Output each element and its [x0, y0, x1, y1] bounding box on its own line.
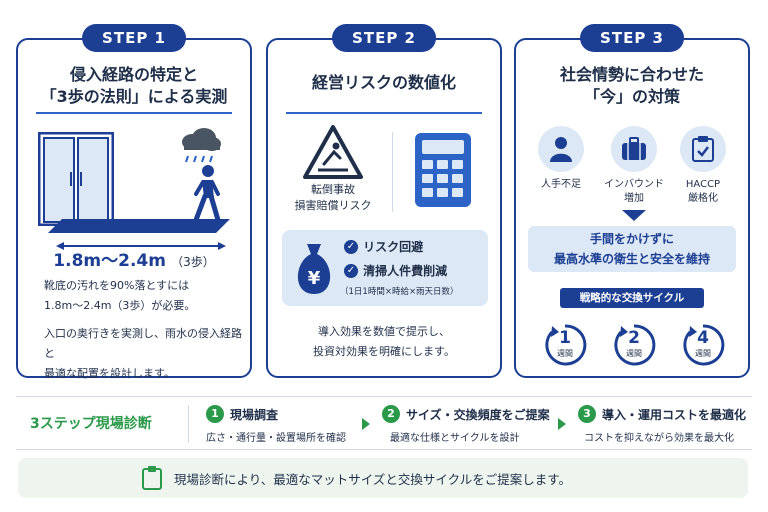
- rain-cloud-icon: [176, 126, 224, 166]
- check2-label: 清掃人件費削減: [363, 264, 448, 278]
- diag-step3-sub: コストを抑えながら効果を最大化: [584, 433, 734, 444]
- factor2-label: インバウンド 増加: [596, 178, 672, 206]
- check-icon: ✓: [344, 263, 358, 278]
- step1-card: STEP 1 侵入経路の特定と 「3歩の法則」による実測: [16, 24, 252, 380]
- step2-badge: STEP 2: [332, 24, 436, 52]
- step2-vertical-divider: [392, 132, 393, 212]
- step2-body-line2: 投資対効果を明確にします。: [313, 345, 455, 358]
- diag-step3-num: 3: [578, 405, 596, 423]
- diagnosis-divider: [188, 405, 189, 443]
- diag-step1-num: 1: [206, 405, 224, 423]
- cycle-2-num: 2: [628, 328, 640, 348]
- down-arrow-icon: [622, 210, 646, 221]
- cycle-4-unit: 週間: [695, 349, 711, 358]
- goal-line2: 最高水準の衛生と安全を維持: [553, 252, 710, 266]
- step2-card: STEP 2 経営リスクの数値化 転倒事故 損害賠償リスク: [266, 24, 502, 378]
- clipboard-icon: [142, 466, 162, 490]
- walking-person-icon: [188, 164, 224, 224]
- cycle-4-week: 4 週間: [680, 322, 726, 368]
- cycle-2-week: 2 週間: [611, 322, 657, 368]
- footer-banner: 現場診断により、最適なマットサイズと交換サイクルをご提案します。: [18, 458, 748, 498]
- cycle-1-unit: 週間: [557, 349, 573, 358]
- distance-label: 1.8m〜2.4m （3歩）: [18, 246, 250, 271]
- check-row-1: ✓ リスク回避: [344, 236, 423, 255]
- diagnosis-title: 3ステップ現場診断: [30, 416, 152, 432]
- step2-body-line1: 導入効果を数値で提示し、: [318, 325, 450, 338]
- step1-body-line1: 靴底の汚れを90%落とすには: [44, 279, 190, 292]
- step1-title-line2: 「3歩の法則」による実測: [40, 87, 228, 106]
- factor3-line1: HACCP: [685, 179, 721, 190]
- factor2-line2: 増加: [624, 193, 644, 204]
- step1-body: 靴底の汚れを90%落とすには 1.8m〜2.4m（3歩）が必要。 入口の奥行きを…: [44, 276, 250, 384]
- factor1-label: 人手不足: [541, 179, 581, 190]
- factor2-line1: インバウンド: [604, 179, 664, 190]
- step3-title-line2: 「今」の対策: [583, 87, 680, 106]
- diag-step3-title: 導入・運用コストを最適化: [602, 408, 747, 422]
- step1-divider: [36, 112, 232, 114]
- step3-title-line1: 社会情勢に合わせた: [559, 65, 704, 84]
- goal-line1: 手間をかけずに: [589, 232, 674, 246]
- suitcase-icon: [611, 126, 657, 172]
- check-row-2: ✓ 清掃人件費削減: [344, 260, 447, 279]
- diag-arrow-1: [362, 418, 370, 430]
- clipboard-check-icon: [680, 126, 726, 172]
- diag-step2-title: サイズ・交換頻度をご提案: [406, 408, 550, 422]
- distance-value: 1.8m〜2.4m: [53, 251, 166, 271]
- step1-body-line4: 最適な配置を設計します。: [44, 367, 175, 380]
- diag-step2-num: 2: [382, 405, 400, 423]
- step1-body-line3: 入口の奥行きを実測し、雨水の侵入経路と: [44, 327, 242, 360]
- risk-label-line1: 転倒事故: [311, 183, 355, 196]
- step3-card: STEP 3 社会情勢に合わせた 「今」の対策 人手不足 インバウンド 増加 H…: [514, 24, 750, 378]
- diag-arrow-2: [558, 418, 566, 430]
- step2-body: 導入効果を数値で提示し、 投資対効果を明確にします。: [268, 322, 500, 362]
- diag-step1-title: 現場調査: [230, 408, 279, 422]
- cycle-1-week: 1 週間: [542, 322, 588, 368]
- step2-divider: [286, 112, 482, 114]
- footer-text: 現場診断により、最適なマットサイズと交換サイクルをご提案します。: [174, 472, 572, 487]
- step2-title: 経営リスクの数値化: [311, 73, 456, 92]
- door-icon: [37, 131, 115, 227]
- factor3-line2: 厳格化: [688, 193, 718, 204]
- check1-label: リスク回避: [363, 240, 424, 254]
- step3-title: 社会情勢に合わせた 「今」の対策: [516, 64, 748, 108]
- risk-label-line2: 損害賠償リスク: [294, 199, 372, 212]
- cycle-arrow-icon: [614, 324, 656, 366]
- cycle-2-unit: 週間: [626, 349, 642, 358]
- step3-badge: STEP 3: [580, 24, 684, 52]
- cycle-arrow-icon: [683, 324, 725, 366]
- cycle-title: 戦略的な交換サイクル: [560, 288, 704, 308]
- cycle-arrow-icon: [545, 324, 587, 366]
- risk-label: 転倒事故 損害賠償リスク: [278, 182, 388, 214]
- savings-box: ¥ ✓ リスク回避 ✓ 清掃人件費削減 （1日1時間×時給×雨天日数）: [282, 230, 488, 306]
- diagnosis-strip: 3ステップ現場診断 1 現場調査 広さ・通行量・設置場所を確認 2 サイズ・交換…: [16, 396, 752, 450]
- factor3-label: HACCP 厳格化: [666, 178, 740, 206]
- measure-arrow: [56, 236, 226, 250]
- step1-title: 侵入経路の特定と 「3歩の法則」による実測: [18, 64, 250, 108]
- diag-step1-sub: 広さ・通行量・設置場所を確認: [206, 433, 346, 444]
- step1-badge: STEP 1: [82, 24, 186, 52]
- goal-box: 手間をかけずに 最高水準の衛生と安全を維持: [528, 226, 736, 272]
- step1-title-line1: 侵入経路の特定と: [69, 65, 198, 84]
- calculator-icon: [414, 132, 472, 208]
- diag-step2-sub: 最適な仕様とサイクルを設計: [390, 433, 520, 444]
- cycle-4-num: 4: [697, 328, 709, 348]
- distance-note: （3歩）: [171, 255, 215, 269]
- floor-mat: [48, 218, 230, 233]
- check-icon: ✓: [344, 239, 358, 254]
- person-icon: [538, 126, 584, 172]
- cost-formula: （1日1時間×時給×雨天日数）: [340, 287, 459, 297]
- money-bag-icon: ¥: [290, 240, 338, 296]
- step1-body-line2: 1.8m〜2.4m（3歩）が必要。: [44, 299, 196, 312]
- svg-text:¥: ¥: [308, 268, 321, 289]
- slip-warning-icon: [302, 124, 364, 180]
- cycle-1-num: 1: [559, 328, 571, 348]
